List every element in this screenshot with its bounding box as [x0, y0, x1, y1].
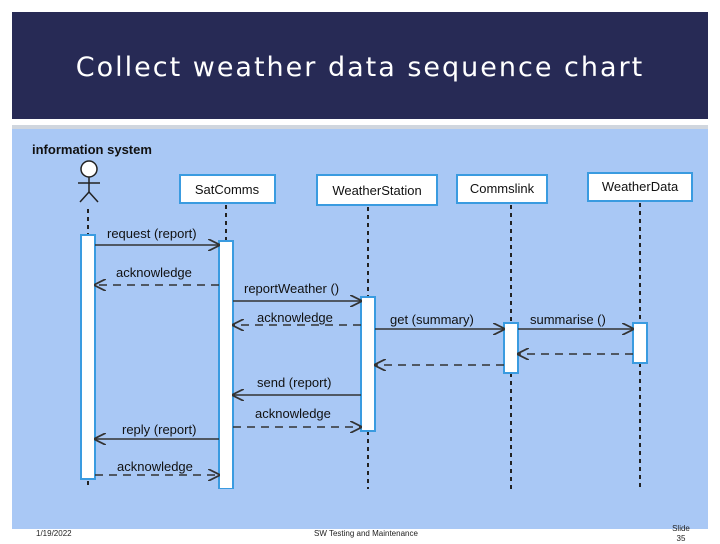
footer-date: 1/19/2022	[36, 529, 72, 538]
footer-slide-label: Slide	[672, 524, 690, 533]
object-label: WeatherStation	[332, 183, 421, 198]
object-weatherstation: WeatherStation	[316, 174, 438, 206]
message-label: acknowledge	[117, 459, 193, 474]
activation-actor	[80, 234, 96, 480]
activation-commslink	[503, 322, 519, 374]
object-weatherdata: WeatherData	[587, 172, 693, 202]
message-label: acknowledge	[116, 265, 192, 280]
footer-course: SW Testing and Maintenance	[314, 529, 418, 538]
footer-slide-value: 35	[676, 534, 686, 543]
message-label: reportWeather ()	[244, 281, 339, 296]
sequence-diagram-svg: information system SatComms WeatherStati…	[32, 142, 693, 489]
object-label: SatComms	[195, 182, 260, 197]
object-label: WeatherData	[602, 179, 679, 194]
actor-stick-figure-icon	[78, 160, 100, 203]
object-satcomms: SatComms	[179, 174, 276, 204]
slide-title: Collect weather data sequence chart	[75, 52, 645, 83]
activation-weatherstation	[360, 296, 376, 432]
message-label: summarise ()	[530, 312, 606, 327]
activation-satcomms	[218, 240, 234, 489]
object-label: Commslink	[470, 181, 535, 196]
title-bar	[12, 12, 708, 119]
activation-weatherdata	[632, 322, 648, 364]
actor-label: information system	[32, 142, 152, 157]
message-label: request (report)	[107, 226, 197, 241]
message-label: send (report)	[257, 375, 331, 390]
message-label: get (summary)	[390, 312, 474, 327]
footer-slide-number: Slide 35	[668, 524, 694, 544]
message-label: acknowledge	[257, 310, 333, 325]
object-commslink: Commslink	[456, 174, 548, 204]
message-label: acknowledge	[255, 406, 331, 421]
message-label: reply (report)	[122, 422, 196, 437]
sequence-diagram: information system SatComms WeatherStati…	[12, 125, 708, 529]
